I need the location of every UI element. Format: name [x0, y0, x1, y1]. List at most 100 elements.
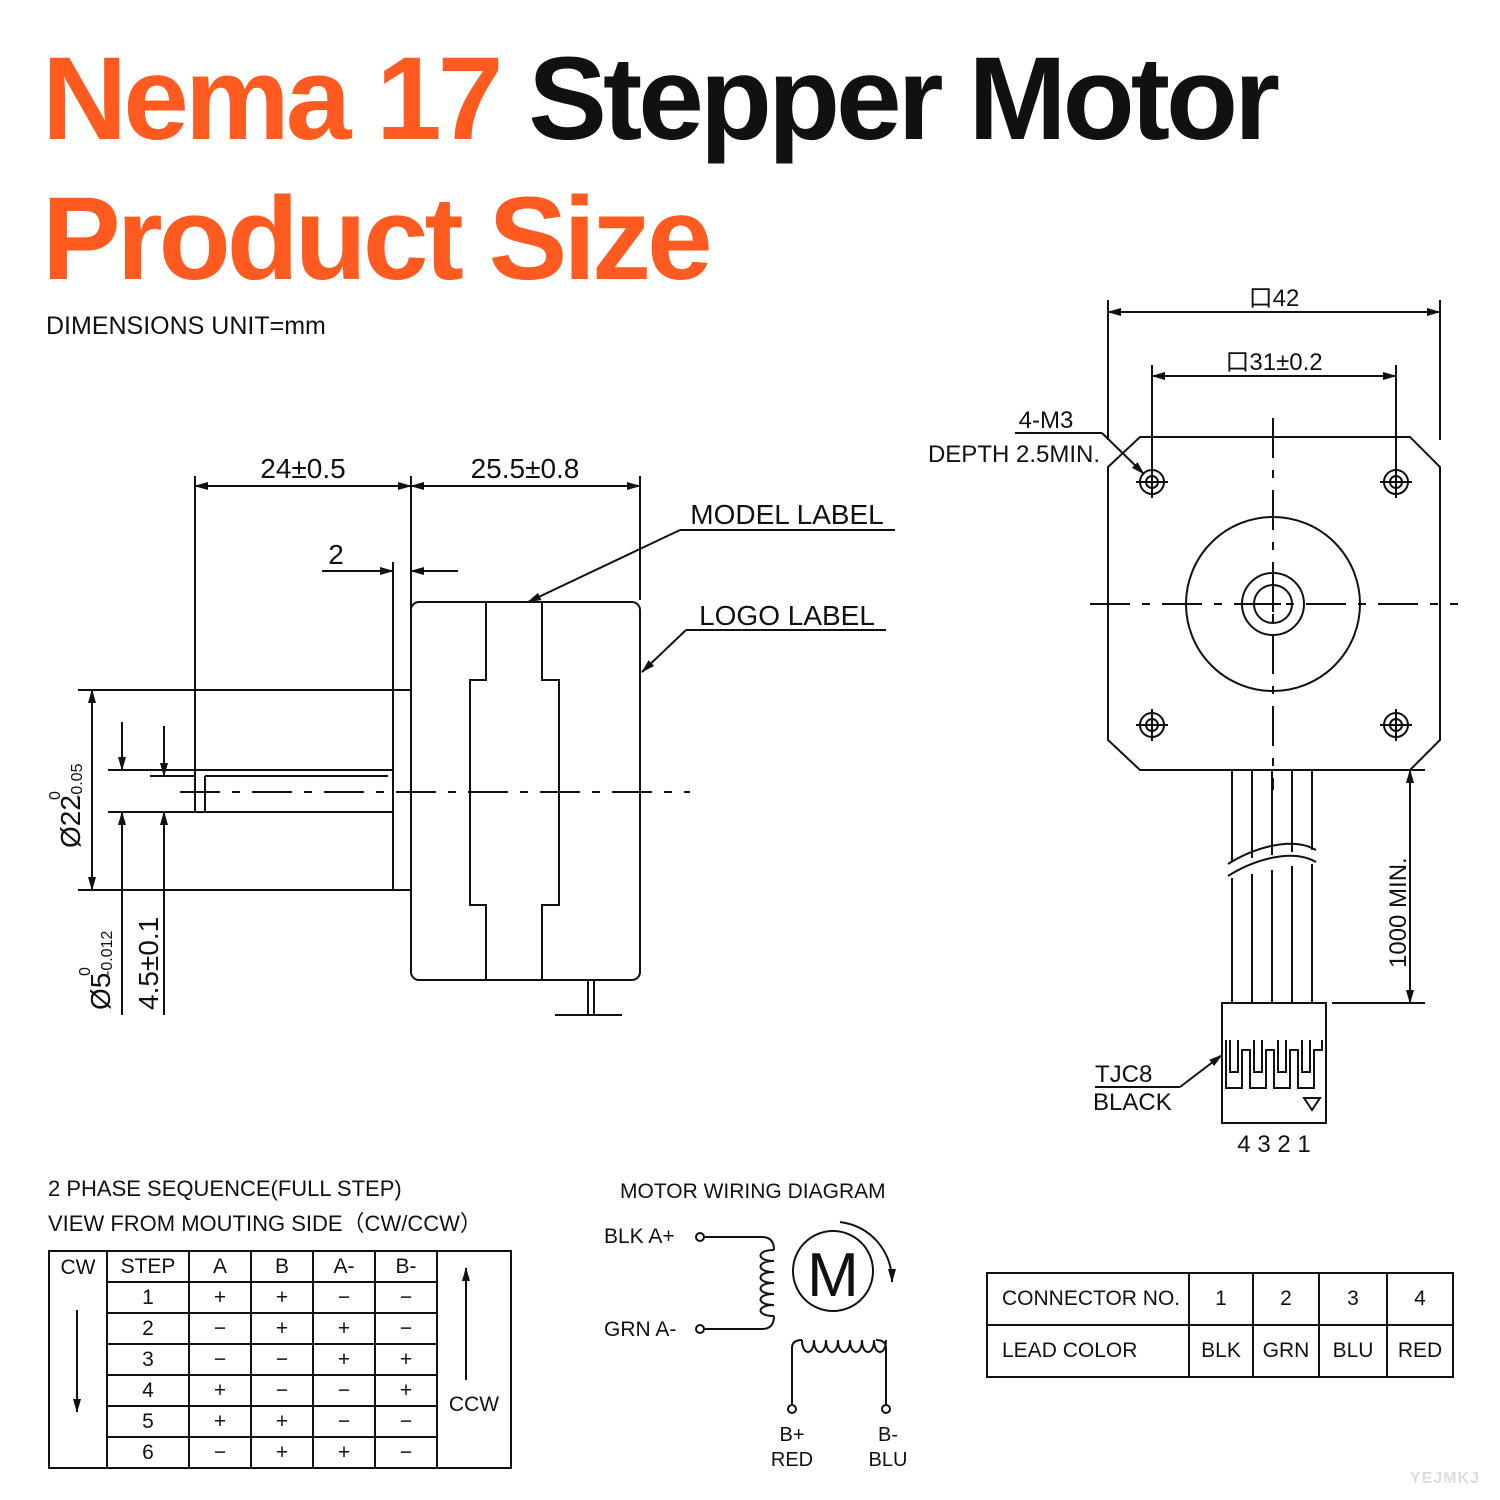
wire-b-minus: B- [878, 1424, 898, 1446]
step-number: 3 [106, 1343, 190, 1376]
dim-body-length: 25.5±0.8 [471, 453, 580, 484]
dim-hole-spacing: 口31±0.2 [1225, 349, 1322, 376]
col-b: B [250, 1250, 314, 1283]
title-orange-part: Nema 17 [42, 33, 503, 165]
title-line-1: Nema 17 Stepper Motor [42, 40, 1280, 158]
svg-text:Ø22: Ø22 [55, 795, 86, 848]
connector-color: BLACK [1093, 1089, 1172, 1116]
dim-boss-length: 2 [328, 539, 344, 570]
step-number: 4 [106, 1374, 190, 1407]
connector-no-label: CONNECTOR NO. [986, 1272, 1190, 1326]
phase-cell: − [374, 1281, 438, 1314]
connector-no-cell: 4 [1386, 1272, 1454, 1326]
phase-cell: + [312, 1312, 376, 1345]
connector-no-cell: 1 [1188, 1272, 1254, 1326]
phase-cell: + [250, 1281, 314, 1314]
step-number: 2 [106, 1312, 190, 1345]
table-row: 6−++− [49, 1436, 511, 1469]
front-view [1015, 300, 1458, 1124]
wire-b-plus-color: RED [771, 1449, 813, 1471]
phase-sequence-table: CW STEP A B A- B- CCW 1++−− 2−++− 3−−++ … [48, 1250, 512, 1469]
svg-text:0: 0 [47, 791, 64, 800]
table-row: 5++−− [49, 1405, 511, 1438]
phase-cell: − [250, 1374, 314, 1407]
motor-symbol: M [807, 1241, 859, 1310]
step-number: 6 [106, 1436, 190, 1469]
dim-boss-diameter: Ø22 0 -0.05 [47, 763, 86, 848]
lead-color-cell: BLK [1188, 1324, 1254, 1378]
mounting-hole [1136, 466, 1168, 498]
col-a-minus: A- [312, 1250, 376, 1283]
sequence-heading: 2 PHASE SEQUENCE(FULL STEP) [48, 1176, 402, 1201]
dim-shaft-length: 24±0.5 [260, 453, 345, 484]
phase-cell: + [312, 1436, 376, 1469]
step-number: 1 [106, 1281, 190, 1314]
phase-cell: − [250, 1343, 314, 1376]
title-black-part: Stepper Motor [528, 33, 1280, 165]
phase-cell: + [250, 1405, 314, 1438]
phase-cell: − [312, 1374, 376, 1407]
table-row: 4+−−+ [49, 1374, 511, 1407]
logo-label-callout: LOGO LABEL [699, 600, 875, 631]
side-view [78, 476, 895, 1016]
cable-length-dim: 1000 MIN. [1385, 857, 1412, 968]
ccw-direction-cell: CCW [436, 1250, 512, 1469]
wire-b-minus-color: BLU [869, 1449, 908, 1471]
connector-model: TJC8 [1095, 1061, 1152, 1088]
wire-b-plus: B+ [779, 1424, 804, 1446]
dim-flange-square: 口42 [1249, 285, 1300, 312]
cw-label: CW [60, 1256, 96, 1279]
table-row: 1++−− [49, 1281, 511, 1314]
svg-text:-0.012: -0.012 [99, 931, 116, 976]
phase-cell: − [374, 1436, 438, 1469]
col-a: A [188, 1250, 252, 1283]
wire-a-minus: GRN A- [604, 1318, 676, 1341]
svg-text:-0.05: -0.05 [69, 763, 86, 800]
col-b-minus: B- [374, 1250, 438, 1283]
dim-shaft-diameter: Ø5 0 -0.012 [77, 931, 116, 1010]
lead-color-label: LEAD COLOR [986, 1324, 1190, 1378]
lead-color-cell: RED [1386, 1324, 1454, 1378]
phase-cell: + [188, 1405, 252, 1438]
table-row: CW STEP A B A- B- CCW [48, 1250, 512, 1469]
phase-cell: + [250, 1312, 314, 1345]
mounting-hole [1380, 466, 1412, 498]
phase-cell: − [312, 1281, 376, 1314]
connector-no-cell: 3 [1318, 1272, 1388, 1326]
step-number: 5 [106, 1405, 190, 1438]
phase-cell: + [188, 1374, 252, 1407]
phase-cell: − [188, 1343, 252, 1376]
phase-cell: − [188, 1436, 252, 1469]
watermark: YEJMKJ [1409, 1470, 1480, 1487]
table-row: CONNECTOR NO. 1 2 3 4 [986, 1272, 1454, 1326]
phase-cell: − [374, 1312, 438, 1345]
connector-lead-table: CONNECTOR NO. 1 2 3 4 LEAD COLOR BLK GRN… [986, 1272, 1454, 1378]
mounting-hole [1380, 709, 1412, 741]
svg-text:Ø5: Ø5 [85, 973, 116, 1010]
sequence-subheading: VIEW FROM MOUTING SIDE（CW/CCW） [48, 1211, 482, 1236]
lead-color-cell: GRN [1252, 1324, 1320, 1378]
svg-text:0: 0 [77, 967, 94, 976]
phase-cell: − [312, 1405, 376, 1438]
mounting-hole [1136, 709, 1168, 741]
dim-shaft-flat: 4.5±0.1 [133, 917, 164, 1010]
phase-cell: − [374, 1405, 438, 1438]
ccw-label: CCW [448, 1393, 500, 1416]
phase-cell: + [374, 1374, 438, 1407]
holes-spec: 4-M3 [1019, 407, 1074, 434]
table-row: LEAD COLOR BLK GRN BLU RED [986, 1324, 1454, 1378]
wiring-diagram [695, 1221, 896, 1414]
model-label-callout: MODEL LABEL [690, 499, 883, 530]
phase-cell: + [374, 1343, 438, 1376]
wire-a-plus: BLK A+ [604, 1225, 675, 1248]
wiring-title: MOTOR WIRING DIAGRAM [620, 1180, 886, 1203]
phase-cell: + [250, 1436, 314, 1469]
col-step: STEP [106, 1250, 190, 1283]
title-line-2: Product Size [42, 173, 713, 305]
cw-direction-cell: CW [48, 1250, 108, 1469]
phase-cell: + [312, 1343, 376, 1376]
connector-pin-numbers: 4 3 2 1 [1237, 1131, 1310, 1158]
lead-color-cell: BLU [1318, 1324, 1388, 1378]
holes-depth: DEPTH 2.5MIN. [928, 441, 1100, 468]
